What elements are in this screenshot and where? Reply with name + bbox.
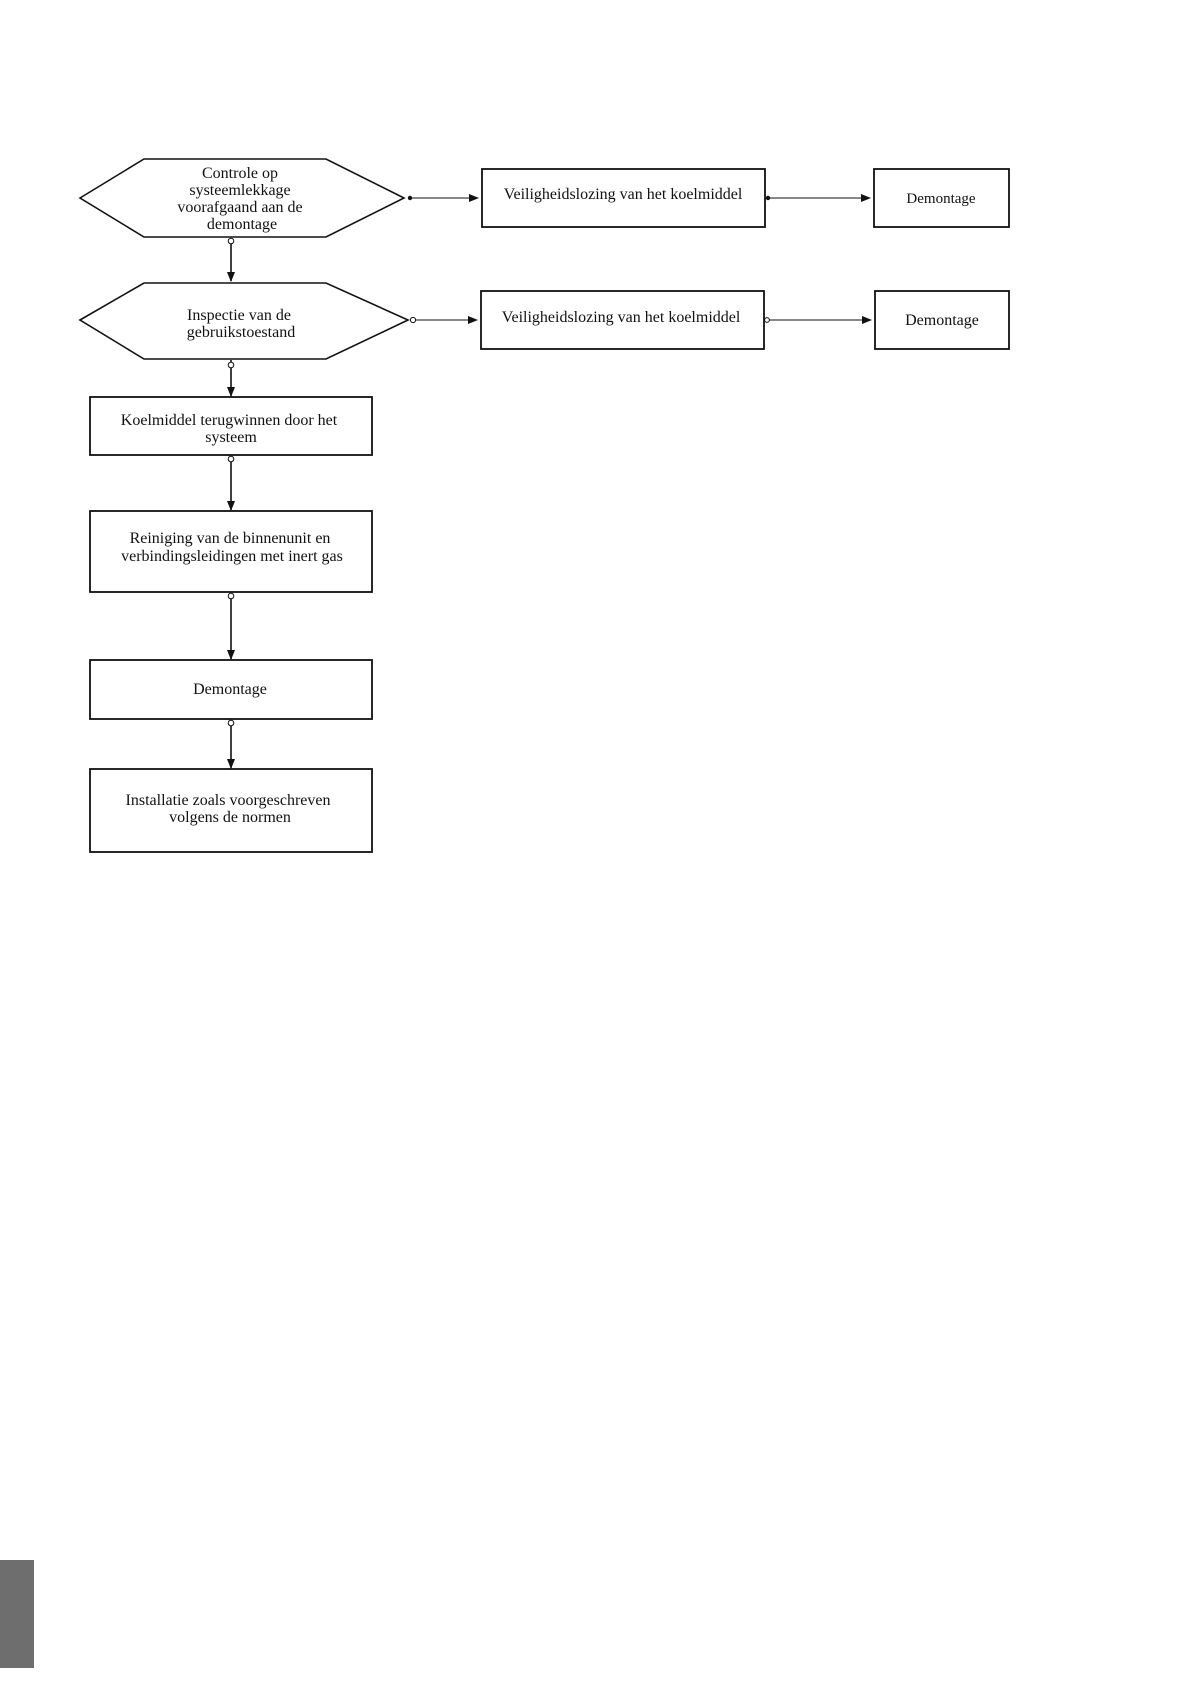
decision-leak-check-line: demontage (207, 216, 277, 233)
dismantle-1-label: Demontage (906, 191, 975, 207)
purge-inert-gas-box (89, 510, 373, 593)
recover-refrigerant-line: systeem (205, 429, 257, 446)
decision-usage-inspection-shape (78, 282, 410, 360)
discharge-2-label: Veiligheidslozing van het koelmiddel (502, 309, 741, 326)
connector-dot (407, 195, 413, 201)
connector-dot (227, 237, 235, 245)
decision-leak-check-label: Controle op systeemlekkage voorafgaand a… (177, 165, 306, 233)
decision-leak-check-shape (78, 158, 406, 238)
installation-box (89, 768, 373, 853)
connector-dot (227, 361, 235, 369)
recover-refrigerant-box (89, 396, 373, 456)
discharge-2-line: Veiligheidslozing van het koelmiddel (502, 309, 741, 326)
connector-dot (764, 317, 770, 323)
decision-leak-check-line: Controle op (202, 165, 278, 182)
dismantle-main-line: Demontage (193, 681, 267, 698)
installation-line: volgens de normen (169, 809, 291, 826)
connector-dot (227, 719, 235, 727)
installation-line: Installatie zoals voorgeschreven (126, 792, 331, 809)
recover-refrigerant-label: Koelmiddel terugwinnen door het systeem (121, 412, 341, 446)
purge-inert-gas-line: Reiniging van de binnenunit en (130, 530, 331, 547)
connector-dot (409, 316, 417, 324)
installation-label: Installatie zoals voorgeschreven volgens… (126, 792, 335, 826)
decision-usage-inspection-line: gebruikstoestand (187, 324, 295, 341)
dismantle-main-box (89, 659, 373, 720)
dismantle-1-line: Demontage (906, 191, 975, 207)
purge-inert-gas-label: Reiniging van de binnenunit en verbindin… (121, 530, 343, 565)
dismantle-2-label: Demontage (905, 312, 979, 329)
dismantle-main-label: Demontage (193, 681, 267, 698)
decision-leak-check-line: systeemlekkage (189, 182, 290, 199)
decision-usage-inspection-label: Inspectie van de gebruikstoestand (187, 307, 295, 341)
discharge-2-box (480, 290, 765, 350)
connector-dot (227, 592, 235, 600)
connector-dot (765, 195, 771, 201)
discharge-1-label: Veiligheidslozing van het koelmiddel (504, 186, 743, 203)
recover-refrigerant-line: Koelmiddel terugwinnen door het (121, 412, 338, 429)
discharge-1-box (481, 168, 766, 228)
dismantle-2-line: Demontage (905, 312, 979, 329)
decision-usage-inspection-line: Inspectie van de (187, 307, 291, 324)
purge-inert-gas-line: verbindingsleidingen met inert gas (121, 548, 343, 565)
discharge-1-line: Veiligheidslozing van het koelmiddel (504, 186, 743, 203)
dismantle-1-box (873, 168, 1010, 228)
connector-dot (227, 455, 235, 463)
dismantle-2-box (874, 290, 1010, 350)
decision-leak-check-line: voorafgaand aan de (177, 199, 302, 216)
page-side-tab (0, 1560, 34, 1668)
